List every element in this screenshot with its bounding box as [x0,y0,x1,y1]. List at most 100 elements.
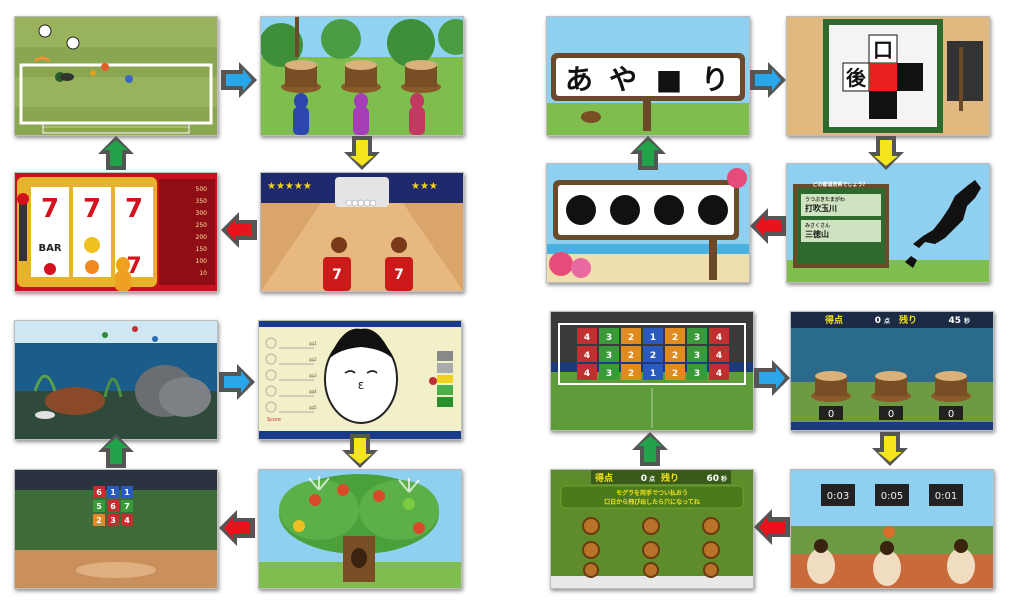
goal-cell [643,346,663,362]
goal-number: 2 [650,351,656,361]
face-row-3: qq3 [309,373,317,378]
basket-counter-1: 0:03 [827,491,849,502]
stump-count-2: 0 [888,409,894,420]
arrow-right-1 [219,60,259,100]
arrow-down-1 [342,134,382,172]
goal-number: 1 [650,333,656,343]
payout-6: 150 [196,246,208,253]
goal-cell [665,364,685,380]
pitch-num-2: 1 [110,488,116,497]
goal-number: 4 [716,351,722,361]
goal-cell [577,364,597,380]
mole-instruction-1: モグラを両手でつい払おう [616,489,688,497]
reel-3-bottom: 7 [126,254,141,279]
goal-number: 3 [694,351,700,361]
goal-number: 2 [628,351,634,361]
goal-number: 3 [694,333,700,343]
payout-1: 500 [196,186,208,193]
goal-cell [577,328,597,344]
panel-pitch-target: 6 1 1 5 6 7 2 3 4 [14,469,218,589]
stumps-remain: 45 [948,316,961,326]
goal-cell [665,328,685,344]
pitch-num-8: 3 [110,516,116,525]
payout-7: 100 [196,258,208,265]
arrow-right-2 [217,362,257,402]
panel-soccer [14,16,218,136]
stumps-remain-label: 残り [899,314,917,326]
goal-cell [709,364,729,380]
goal-cell [687,346,707,362]
goal-cell [709,346,729,362]
goal-number: 3 [694,369,700,379]
arrow-left-1 [219,210,259,250]
goal-number: 2 [672,333,678,343]
panel-aquarium [14,320,218,440]
face-row-2: qq2 [309,357,317,362]
japan-map [913,180,981,248]
quiz-header: どの都道府県でしょう? [813,181,866,188]
payout-8: 10 [199,270,207,277]
reel-3-top: 7 [125,194,143,224]
stumps-score-unit: 点 [884,317,890,325]
goal-number: 4 [584,369,590,379]
pitch-num-3: 1 [124,488,130,497]
pitch-num-5: 6 [110,502,116,511]
face-row-1: qq1 [309,341,317,346]
panel-face: qq1 qq2 qq3 qq4 qq5 Score ε [258,320,462,440]
kana-1: あ [565,63,593,96]
goal-number: 2 [672,351,678,361]
quiz-option1: 打吹玉川 [805,203,837,213]
panel-stumps-score: 得点 0 点 残り 45 秒 0 0 0 [790,311,994,431]
pitch-num-1: 6 [96,488,102,497]
payout-4: 250 [196,222,208,229]
bowling-shirt-1: 7 [332,267,342,283]
panel-kana-sign: あ や ■ り [546,16,750,136]
goal-number: 4 [716,369,722,379]
goal-cell [687,328,707,344]
panel-slot-machine: 7 7 7 BAR 7 500 350 300 250 200 150 100 … [14,172,218,292]
goal-number: 2 [628,333,634,343]
goal-number: 3 [606,369,612,379]
arrow-down-2 [340,432,380,470]
goal-cell [599,328,619,344]
panel-fruit-tree [258,469,462,589]
arrow-left-3 [748,206,788,246]
quiz-option2-reading: みさくさん [805,222,830,229]
goal-cell [599,346,619,362]
arrow-left-2 [217,508,257,548]
goal-cell [687,364,707,380]
basket-counter-3: 0:01 [935,491,957,502]
payout-5: 200 [196,234,208,241]
basket-counter-2: 0:05 [881,491,903,502]
goal-cell [621,328,641,344]
goal-number: 2 [672,369,678,379]
arrow-up-1 [96,134,136,172]
stump-count-3: 0 [948,409,954,420]
pitch-num-4: 5 [96,502,102,511]
kana-2: や [609,63,637,96]
face-score-label: Score [267,417,281,423]
arrow-right-4 [752,358,792,398]
payout-2: 350 [196,198,208,205]
panel-dot-sign [546,163,750,283]
reel-1-top: 7 [41,194,59,224]
goal-cell [643,328,663,344]
mole-remain-unit: 秒 [721,475,727,483]
face-row-5: qq5 [309,405,317,410]
goal-cell [621,346,641,362]
pitch-num-7: 2 [96,516,102,525]
bowling-stars-right: ★★★ [411,181,438,192]
quiz-option2: 三徳山 [805,229,829,239]
reel-1-mid: BAR [38,243,61,254]
panel-bowling: ★★★★★ ★★★ 7 7 [260,172,464,292]
goal-number: 1 [650,369,656,379]
goal-cell [665,346,685,362]
mole-score-label: 得点 [594,472,613,484]
goal-number: 3 [606,333,612,343]
kana-3: ■ [656,63,682,96]
face-row-4: qq4 [309,389,317,394]
mole-score: 0 [641,474,647,484]
goal-cell [621,364,641,380]
quiz-option1-reading: うつぶきたまがわ [805,196,845,203]
